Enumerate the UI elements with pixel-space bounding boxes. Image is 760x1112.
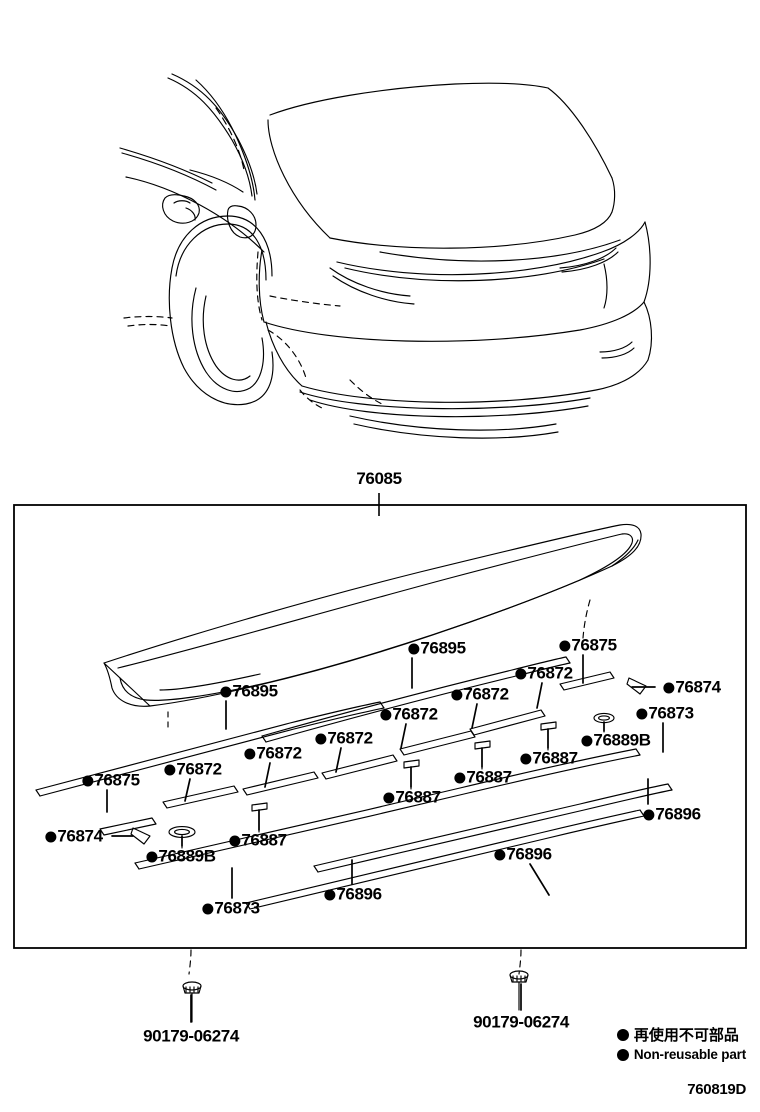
legend-label-ja: 再使用不可部品 <box>633 1026 739 1044</box>
part-callout-76875[interactable]: 76875 <box>559 637 617 654</box>
part-callout-76887[interactable]: 76887 <box>229 832 287 849</box>
part-callout-76896[interactable]: 76896 <box>324 886 382 903</box>
diagram-code: 760819D <box>687 1081 746 1098</box>
legend-label-en: Non-reusable part <box>633 1047 746 1062</box>
fastener-callout-90179-06274[interactable]: 90179-06274 <box>473 1012 569 1032</box>
non-reusable-dot-icon <box>616 1048 629 1061</box>
part-callout-76873[interactable]: 76873 <box>202 900 260 917</box>
legend-row-en: Non-reusable part <box>616 1047 746 1062</box>
part-callout-76887[interactable]: 76887 <box>383 789 441 806</box>
part-callout-76896[interactable]: 76896 <box>494 846 552 863</box>
part-callout-76895[interactable]: 76895 <box>220 683 278 700</box>
part-callout-76872[interactable]: 76872 <box>380 706 438 723</box>
part-callout-76895[interactable]: 76895 <box>408 640 466 657</box>
part-callout-76887[interactable]: 76887 <box>520 750 578 767</box>
part-callout-76889B[interactable]: 76889B <box>581 732 651 749</box>
part-callout-76889B[interactable]: 76889B <box>146 848 216 865</box>
legend-row-ja: 再使用不可部品 <box>616 1024 746 1045</box>
part-callout-76873[interactable]: 76873 <box>636 705 694 722</box>
non-reusable-dot-icon <box>616 1028 629 1041</box>
part-callout-76872[interactable]: 76872 <box>315 730 373 747</box>
assembly-label: 76085 <box>356 469 402 488</box>
part-callout-76872[interactable]: 76872 <box>451 686 509 703</box>
part-callout-76872[interactable]: 76872 <box>515 665 573 682</box>
part-callout-76896[interactable]: 76896 <box>643 806 701 823</box>
part-callout-76872[interactable]: 76872 <box>244 745 302 762</box>
fastener-callout-90179-06274[interactable]: 90179-06274 <box>143 1026 239 1046</box>
part-callout-76874[interactable]: 76874 <box>663 679 721 696</box>
part-callout-76875[interactable]: 76875 <box>82 772 140 789</box>
legend: 再使用不可部品 Non-reusable part <box>616 1024 746 1064</box>
part-callout-76874[interactable]: 76874 <box>45 828 103 845</box>
part-callout-76872[interactable]: 76872 <box>164 761 222 778</box>
part-callout-76887[interactable]: 76887 <box>454 769 512 786</box>
